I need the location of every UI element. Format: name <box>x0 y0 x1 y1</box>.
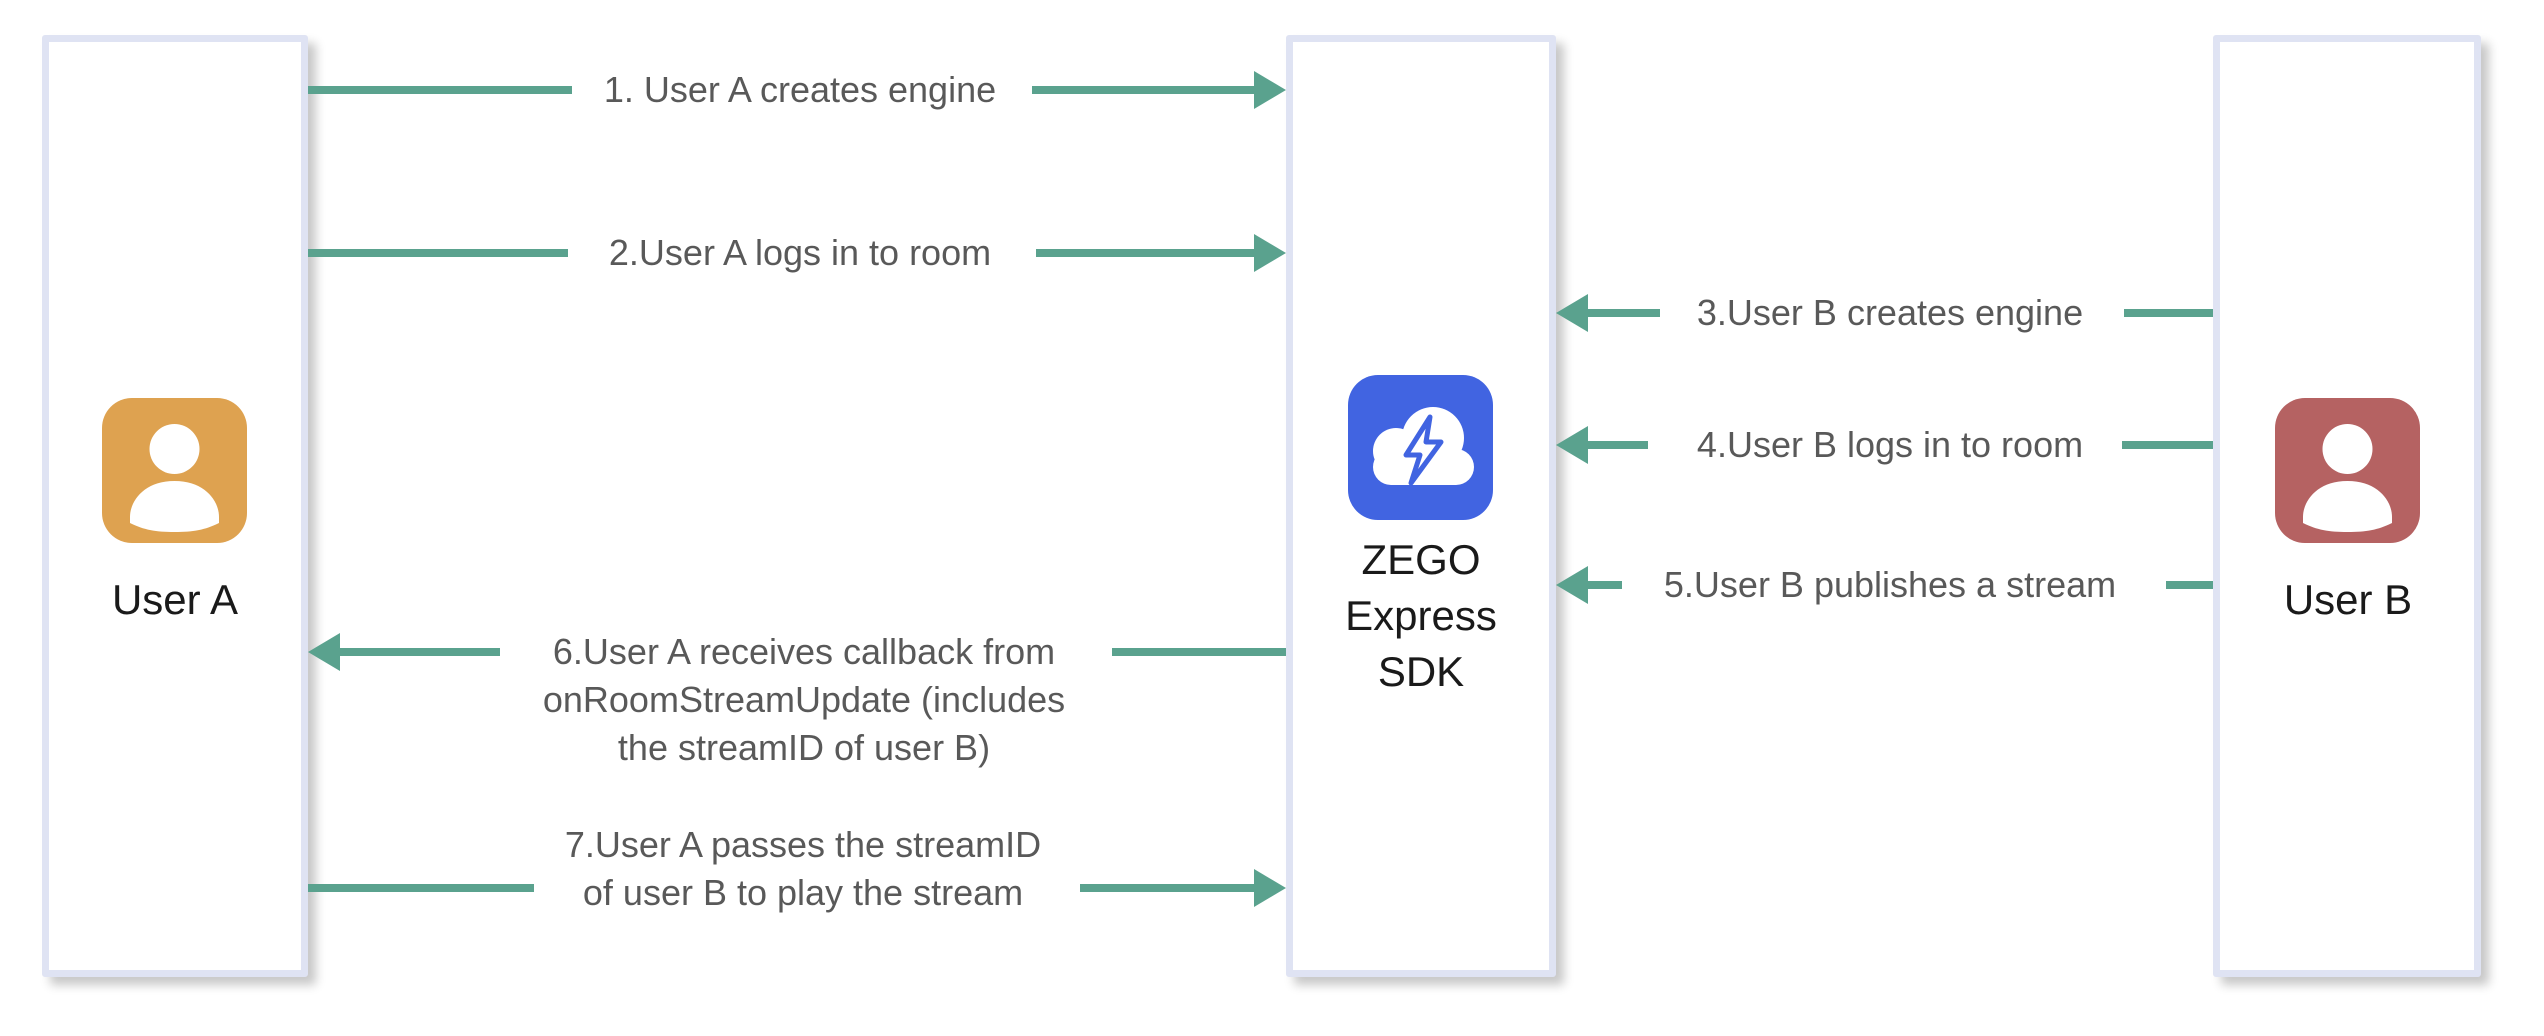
zego-sdk-label-line-2: Express <box>1345 592 1497 639</box>
message-6-line-2: onRoomStreamUpdate (includes <box>542 679 1066 720</box>
user-a-label: User A <box>111 576 239 623</box>
message-7-line-2: of user B to play the stream <box>582 872 1024 913</box>
user-b-person-icon <box>2275 398 2420 543</box>
message-6-label: 6.User A receives callback from onRoomSt… <box>543 628 1065 772</box>
message-7-line-1: 7.User A passes the streamID <box>564 824 1042 865</box>
message-6-line-3: the streamID of user B) <box>617 727 991 768</box>
message-7-label: 7.User A passes the streamID of user B t… <box>565 821 1041 917</box>
message-3-label: 3.User B creates engine <box>1696 292 2084 333</box>
zego-sdk-label-line-1: ZEGO <box>1361 536 1481 583</box>
message-2-label: 2.User A logs in to room <box>608 232 992 273</box>
message-1-label: 1. User A creates engine <box>603 69 997 110</box>
user-a-person-icon <box>102 398 247 543</box>
arrowhead-right-icon <box>1254 71 1286 109</box>
zego-sdk-label: ZEGO Express SDK <box>1345 532 1497 700</box>
message-6-line-1: 6.User A receives callback from <box>552 631 1056 672</box>
zego-sdk-cloud-lightning-icon <box>1348 375 1493 520</box>
message-5-label: 5.User B publishes a stream <box>1663 564 2117 605</box>
zego-sdk-label-line-3: SDK <box>1377 648 1465 695</box>
arrowhead-left-icon <box>1556 294 1588 332</box>
arrowhead-right-icon <box>1254 234 1286 272</box>
arrowhead-left-icon <box>1556 566 1588 604</box>
arrowhead-left-icon <box>1556 426 1588 464</box>
message-4-label: 4.User B logs in to room <box>1696 424 2084 465</box>
arrowhead-left-icon <box>308 633 340 671</box>
user-b-label: User B <box>2283 576 2413 623</box>
arrowhead-right-icon <box>1254 869 1286 907</box>
